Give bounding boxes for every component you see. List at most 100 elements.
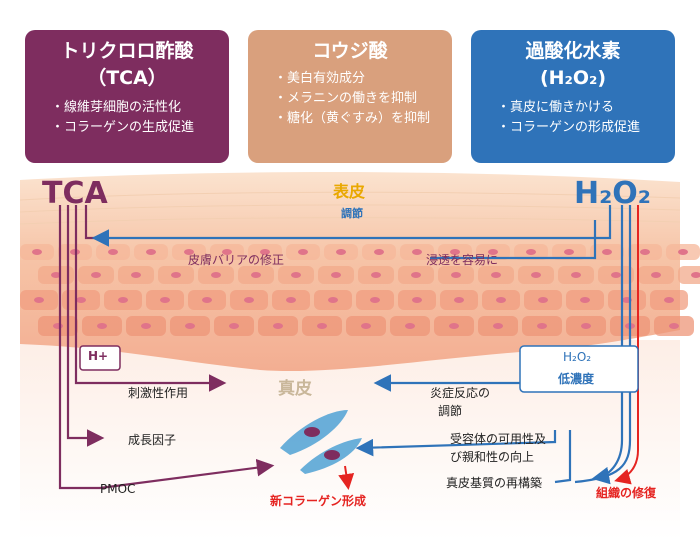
cell-nucleus [669, 323, 679, 329]
pmoc-label: PMOC [100, 482, 136, 496]
cell-nucleus [336, 249, 346, 255]
cell-nucleus [664, 297, 674, 303]
cell-nucleus [160, 297, 170, 303]
cell-nucleus [691, 272, 700, 278]
cell-nucleus [185, 323, 195, 329]
list-item: 糖化（黄ぐすみ）を抑制 [274, 109, 452, 129]
list-item: コラーゲンの形成促進 [497, 118, 675, 138]
cell-nucleus [538, 297, 548, 303]
cell-nucleus [449, 323, 459, 329]
cell-nucleus [370, 297, 380, 303]
dermis-label: 真皮 [278, 379, 312, 399]
cell-nucleus [640, 249, 650, 255]
cell-nucleus [412, 297, 422, 303]
tca-card: トリクロロ酢酸 （TCA） 線維芽細胞の活性化 コラーゲンの生成促進 [25, 30, 229, 163]
cell-nucleus [286, 297, 296, 303]
inflam-label-1: 炎症反応の [430, 386, 491, 400]
cell-nucleus [53, 323, 63, 329]
list-item: 真皮に働きかける [497, 98, 675, 118]
skin-cells [20, 244, 700, 336]
cell-nucleus [97, 323, 107, 329]
cell-nucleus [611, 272, 621, 278]
h2o2-list: 真皮に働きかける コラーゲンの形成促進 [471, 98, 675, 138]
cell-nucleus [171, 272, 181, 278]
cell-nucleus [273, 323, 283, 329]
h2o2-card: 過酸化水素 (H₂O₂) 真皮に働きかける コラーゲンの形成促進 [471, 30, 675, 163]
tca-list: 線維芽細胞の活性化 コラーゲンの生成促進 [25, 98, 229, 138]
cell-nucleus [411, 272, 421, 278]
cell-nucleus [222, 249, 232, 255]
cell-nucleus [184, 249, 194, 255]
cell-nucleus [108, 249, 118, 255]
cell-nucleus [580, 297, 590, 303]
cell-nucleus [581, 323, 591, 329]
cell-nucleus [454, 297, 464, 303]
list-item: 美白有効成分 [274, 69, 452, 89]
cell-nucleus [141, 323, 151, 329]
epidermis-label: 表皮 [333, 182, 366, 201]
cell-nucleus [211, 272, 221, 278]
cell-nucleus [32, 249, 42, 255]
kojic-card: コウジ酸 美白有効成分 メラニンの働きを抑制 糖化（黄ぐすみ）を抑制 [248, 30, 452, 163]
cell-nucleus [488, 249, 498, 255]
fibroblast-cells [280, 410, 362, 474]
h2o2-arrows [91, 205, 632, 485]
cell-nucleus [374, 249, 384, 255]
receptor-label-2: び親和性の向上 [450, 450, 535, 464]
cell-nucleus [451, 272, 461, 278]
skin-cell [678, 266, 700, 284]
cell-nucleus [34, 297, 44, 303]
skin-texture [19, 191, 681, 225]
cell-nucleus [496, 297, 506, 303]
list-item: コラーゲンの生成促進 [51, 118, 229, 138]
repair-arrows [338, 205, 639, 490]
cell-nucleus [51, 272, 61, 278]
list-item: 線維芽細胞の活性化 [51, 98, 229, 118]
tca-label: TCA [42, 176, 108, 211]
regulation-label: 調節 [341, 207, 363, 220]
cell-nucleus [526, 249, 536, 255]
tca-arrows [58, 205, 275, 490]
receptor-label-1: 受容体の可用性及 [450, 432, 547, 446]
matrix-label: 真皮基質の再構築 [446, 476, 543, 490]
cell-nucleus [260, 249, 270, 255]
cell-nucleus [202, 297, 212, 303]
kojic-title: コウジ酸 [248, 30, 452, 65]
cell-nucleus [571, 272, 581, 278]
cell-nucleus [678, 249, 688, 255]
cell-nucleus [328, 297, 338, 303]
stimulation-label: 刺激性作用 [128, 386, 189, 400]
cell-nucleus [602, 249, 612, 255]
cell-nucleus [450, 249, 460, 255]
tca-title-line2: （TCA） [87, 67, 167, 89]
cell-nucleus [412, 249, 422, 255]
tca-title-line1: トリクロロ酢酸 [60, 40, 194, 62]
penetration-label: 浸透を容易に [426, 253, 499, 267]
cell-nucleus [317, 323, 327, 329]
growth-label: 成長因子 [128, 433, 177, 447]
cell-nucleus [118, 297, 128, 303]
barrier-label: 皮膚バリアの修正 [188, 253, 285, 267]
cell-nucleus [537, 323, 547, 329]
hplus-box [79, 345, 121, 371]
cell-nucleus [244, 297, 254, 303]
list-item: メラニンの働きを抑制 [274, 89, 452, 109]
h2o2-title: 過酸化水素 (H₂O₂) [471, 30, 675, 92]
cell-nucleus [131, 272, 141, 278]
inflam-label-2: 調節 [438, 404, 463, 418]
cell-nucleus [405, 323, 415, 329]
cell-nucleus [371, 272, 381, 278]
h2o2-box-bottom: 低濃度 [558, 372, 595, 386]
cell-nucleus [298, 249, 308, 255]
hplus-label: H+ [88, 349, 109, 363]
cell-nucleus [493, 323, 503, 329]
cell-nucleus [331, 272, 341, 278]
cell-nucleus [531, 272, 541, 278]
kojic-list: 美白有効成分 メラニンの働きを抑制 糖化（黄ぐすみ）を抑制 [248, 69, 452, 129]
repair-label: 組織の修復 [596, 486, 657, 500]
h2o2-box-top: H₂O₂ [563, 350, 592, 364]
cell-nucleus [91, 272, 101, 278]
cell-nucleus [564, 249, 574, 255]
h2o2-low-box [519, 345, 639, 393]
